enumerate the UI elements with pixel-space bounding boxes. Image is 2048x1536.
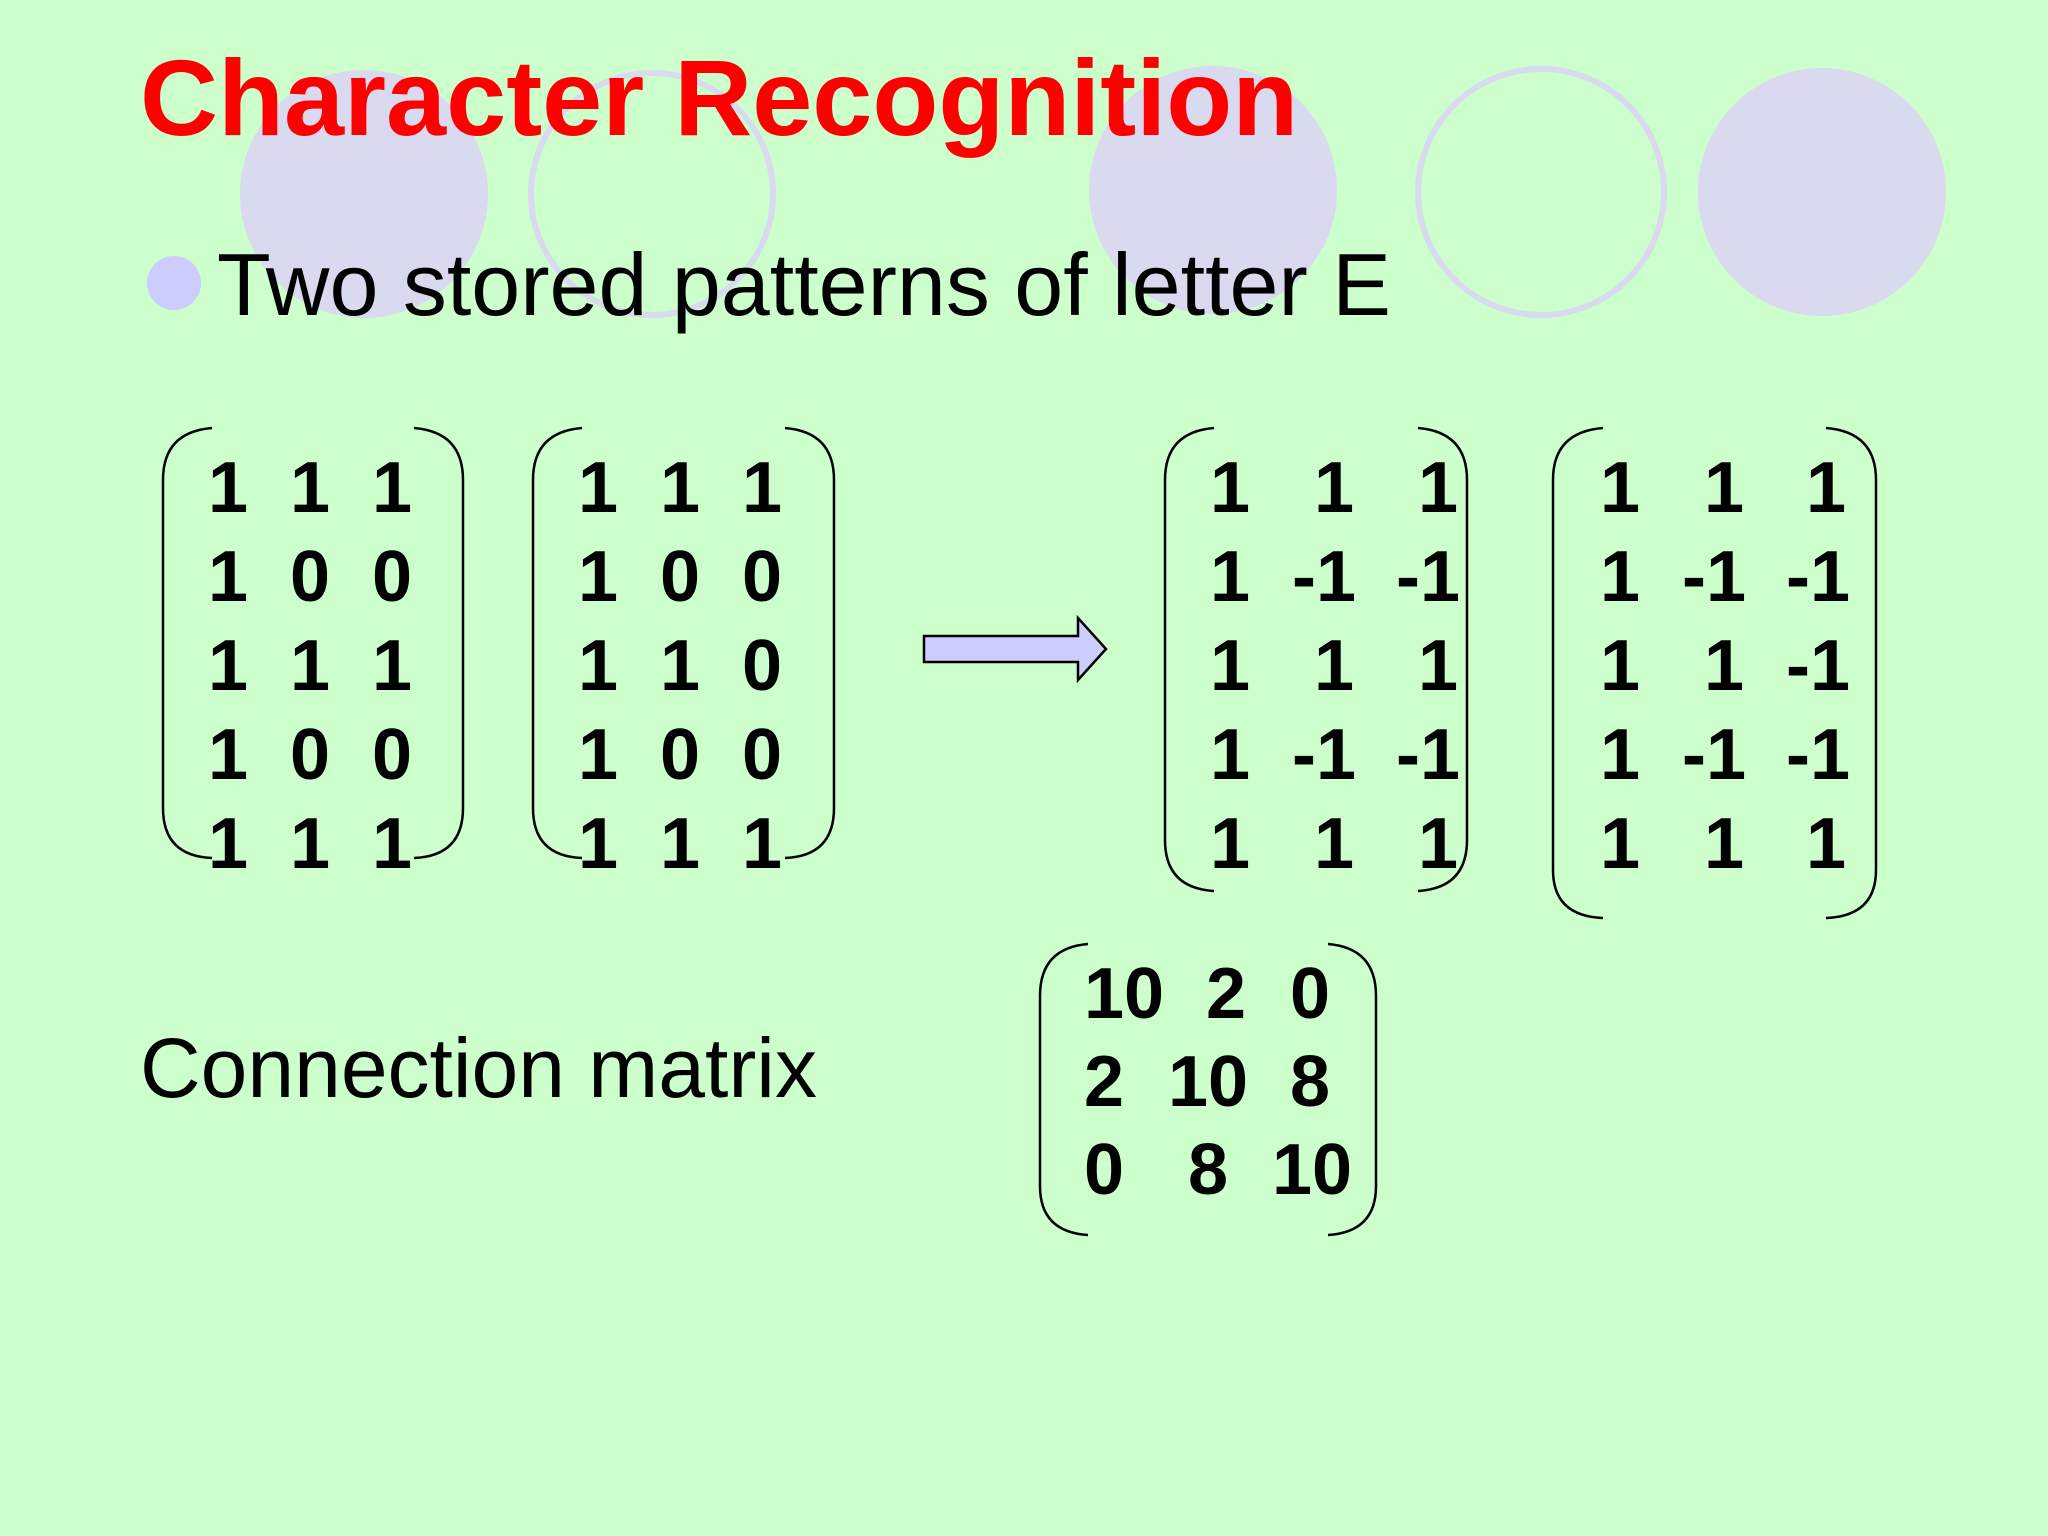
decor-circle-filled	[1698, 68, 1946, 316]
matrix-cell: -1	[1396, 715, 1461, 795]
matrix-cell: 1	[208, 448, 249, 528]
bracket-right	[1825, 426, 1878, 920]
matrix-cell: 1	[208, 537, 249, 617]
matrix-cell: -1	[1682, 537, 1747, 617]
matrix-cell: 1	[372, 448, 413, 528]
matrix-cell: 1	[1418, 804, 1459, 884]
matrix-cell: 1	[578, 804, 619, 884]
matrix-cell: 1	[578, 537, 619, 617]
matrix-cell: 1	[1210, 537, 1251, 617]
bracket-right	[784, 426, 836, 860]
matrix-cell: 10	[1084, 954, 1165, 1034]
matrix-cell: 10	[1272, 1130, 1353, 1210]
matrix-cell: 1	[578, 715, 619, 795]
bracket-left	[1551, 426, 1604, 920]
matrix-cell: 1	[372, 626, 413, 706]
matrix-cell: 1	[660, 804, 701, 884]
matrix-cell: 1	[1600, 448, 1641, 528]
bracket-left	[1163, 426, 1215, 893]
bracket-left	[161, 426, 213, 860]
matrix-cell: 1	[372, 804, 413, 884]
matrix-cell: 1	[1418, 626, 1459, 706]
matrix-cell: 1	[578, 448, 619, 528]
matrix-cell: 1	[208, 715, 249, 795]
matrix-cell: 1	[1806, 448, 1847, 528]
matrix-cell: 1	[1210, 804, 1251, 884]
matrix-cell: 1	[660, 448, 701, 528]
matrix-cell: 1	[1600, 537, 1641, 617]
bracket-left	[531, 426, 583, 860]
decor-circle-filled	[240, 70, 488, 318]
matrix-cell: 1	[1314, 804, 1355, 884]
matrix-cell: 0	[372, 537, 413, 617]
matrix-cell: 8	[1290, 1042, 1331, 1122]
matrix-cell: -1	[1786, 537, 1851, 617]
matrix-cell: 1	[1210, 626, 1251, 706]
matrix-cell: -1	[1396, 537, 1461, 617]
matrix-cell: -1	[1292, 715, 1357, 795]
bracket-right	[413, 426, 465, 860]
matrix-cell: 0	[742, 626, 783, 706]
matrix-cell: 1	[1418, 448, 1459, 528]
matrix-cell: 0	[1084, 1130, 1125, 1210]
decor-circle-outline	[1415, 66, 1667, 318]
bullet-dot-icon	[147, 256, 201, 310]
matrix-cell: 1	[290, 448, 331, 528]
bracket-right	[1417, 426, 1469, 893]
matrix-cell: 10	[1168, 1042, 1249, 1122]
matrix-cell: 1	[1210, 715, 1251, 795]
matrix-cell: 1	[1704, 448, 1745, 528]
matrix-cell: 0	[742, 715, 783, 795]
bracket-left	[1038, 942, 1089, 1237]
matrix-cell: 1	[1704, 626, 1745, 706]
connection-matrix-label: Connection matrix	[140, 1021, 817, 1115]
bracket-right	[1327, 942, 1378, 1237]
matrix-cell: 2	[1206, 954, 1247, 1034]
decor-circle-outline	[528, 70, 776, 318]
matrix-cell: 1	[578, 626, 619, 706]
matrix-cell: 8	[1188, 1130, 1229, 1210]
matrix-cell: 1	[1600, 804, 1641, 884]
matrix-cell: 1	[1806, 804, 1847, 884]
matrix-cell: 1	[660, 626, 701, 706]
matrix-cell: 1	[1210, 448, 1251, 528]
slide-title: Character Recognition	[140, 37, 1299, 158]
matrix-cell: 1	[1704, 804, 1745, 884]
matrix-cell: 0	[660, 715, 701, 795]
matrix-cell: -1	[1292, 537, 1357, 617]
matrix-cell: 0	[660, 537, 701, 617]
matrix-cell: 1	[290, 804, 331, 884]
bullet-text: Two stored patterns of letter E	[217, 235, 1391, 334]
matrix-cell: -1	[1786, 715, 1851, 795]
matrix-cell: -1	[1682, 715, 1747, 795]
matrix-cell: 0	[290, 715, 331, 795]
matrix-cell: 0	[372, 715, 413, 795]
matrix-cell: 1	[290, 626, 331, 706]
matrix-cell: 1	[1600, 715, 1641, 795]
matrix-cell: 0	[290, 537, 331, 617]
matrix-cell: 0	[1290, 954, 1331, 1034]
matrix-cell: 1	[742, 804, 783, 884]
matrix-cell: 1	[1600, 626, 1641, 706]
matrix-cell: 2	[1084, 1042, 1125, 1122]
matrix-cell: 1	[742, 448, 783, 528]
matrix-cell: 1	[1314, 626, 1355, 706]
matrix-cell: 0	[742, 537, 783, 617]
matrix-cell: 1	[1314, 448, 1355, 528]
matrix-cell: 1	[208, 804, 249, 884]
decor-circle-filled	[1089, 66, 1337, 314]
matrix-cell: -1	[1786, 626, 1851, 706]
matrix-cell: 1	[208, 626, 249, 706]
